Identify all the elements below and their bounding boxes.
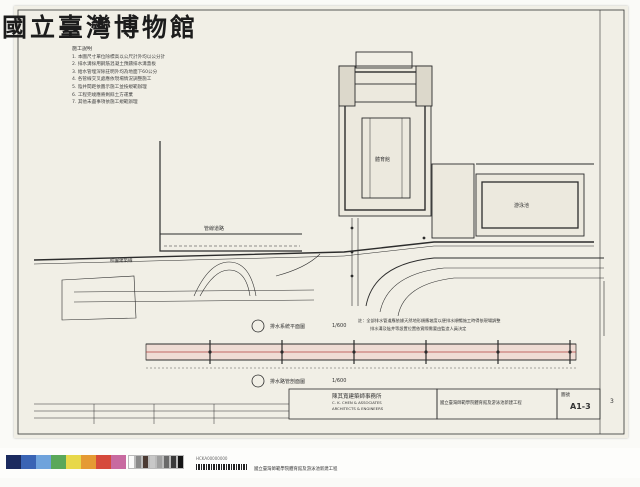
calibration-swatch bbox=[36, 455, 51, 469]
calibration-swatch bbox=[6, 455, 21, 469]
grayscale-calibration-chart bbox=[128, 455, 190, 469]
calibration-swatch bbox=[156, 455, 163, 469]
notes-title: 施工說明 bbox=[72, 46, 93, 52]
revision-number: 3 bbox=[610, 398, 614, 405]
site-plan-drawing bbox=[17, 9, 625, 435]
plan-annotation-1: 註：全部排水管道應依據天然地形順應坡度以便排水順暢施工時得依現場調整 bbox=[358, 318, 501, 323]
plan-legend-title: 排水系統平面圖 bbox=[270, 324, 306, 330]
color-calibration-chart bbox=[6, 455, 136, 469]
firm-name-en2: ARCHITECTS & ENGINEERS bbox=[332, 406, 384, 411]
calibration-swatch bbox=[128, 455, 135, 469]
sheet-number-label: 圖號 bbox=[561, 393, 570, 398]
archive-barcode bbox=[196, 464, 248, 470]
calibration-swatch bbox=[149, 455, 156, 469]
gym-label: 體育館 bbox=[375, 157, 391, 163]
calibration-swatch bbox=[81, 455, 96, 469]
note-line: 5. 陰井間距依圖示施工並按規範辦理 bbox=[72, 84, 147, 90]
calibration-swatch bbox=[96, 455, 111, 469]
building-line-label: 校園建築線 bbox=[110, 259, 133, 264]
drawing-sheet: 施工說明 1. 本圖尺寸單位除標高以公尺計外均以公分計 2. 排水溝採用鋼筋混凝… bbox=[14, 6, 628, 438]
archive-id: HCKA00000000 bbox=[196, 456, 228, 461]
note-line: 2. 排水溝採用鋼筋混凝土預鑄排水溝蓋板 bbox=[72, 62, 156, 68]
calibration-swatch bbox=[51, 455, 66, 469]
sheet-number: A1-3 bbox=[570, 402, 591, 411]
note-line: 4. 各管線交叉處應依現場情況調整施工 bbox=[72, 77, 152, 83]
firm-name-en: C. K. CHEN & ASSOCIATES bbox=[332, 400, 382, 405]
calibration-swatch bbox=[170, 455, 177, 469]
museum-watermark: 國立臺灣博物館 bbox=[2, 13, 199, 42]
note-line: 7. 其他未盡事項依施工規範辦理 bbox=[72, 100, 138, 106]
calibration-swatch bbox=[66, 455, 81, 469]
section-legend-title: 排水路管剖面圖 bbox=[270, 379, 306, 385]
plan-legend-scale: 1/600 bbox=[332, 323, 347, 329]
note-line: 1. 本圖尺寸單位除標高以公尺計外均以公分計 bbox=[72, 54, 166, 60]
calibration-swatch bbox=[177, 455, 184, 469]
archive-caption: 國立臺灣師範學院體育館及游泳池新建工程 bbox=[254, 467, 338, 472]
section-legend-scale: 1/600 bbox=[332, 378, 347, 384]
road-label: 管線道路 bbox=[204, 226, 225, 232]
calibration-swatch bbox=[163, 455, 170, 469]
pool-label: 游泳池 bbox=[514, 203, 530, 209]
calibration-swatch bbox=[142, 455, 149, 469]
calibration-swatch bbox=[111, 455, 126, 469]
calibration-swatch bbox=[21, 455, 36, 469]
project-title: 國立臺灣師範學院體育館及游泳池新建工程 bbox=[440, 401, 522, 406]
firm-name: 陳其寬建築師事務所 bbox=[332, 394, 382, 400]
note-line: 3. 給水管埋深除註明外均為地面下60公分 bbox=[72, 69, 158, 75]
calibration-swatch bbox=[135, 455, 142, 469]
plan-annotation-2: 排水溝及陰井等設置位置依實際需要由監造人員決定 bbox=[370, 326, 467, 331]
note-line: 6. 工程完竣應將剩餘土方運棄 bbox=[72, 92, 133, 98]
construction-notes: 施工說明 1. 本圖尺寸單位除標高以公尺計外均以公分計 2. 排水溝採用鋼筋混凝… bbox=[72, 46, 222, 107]
